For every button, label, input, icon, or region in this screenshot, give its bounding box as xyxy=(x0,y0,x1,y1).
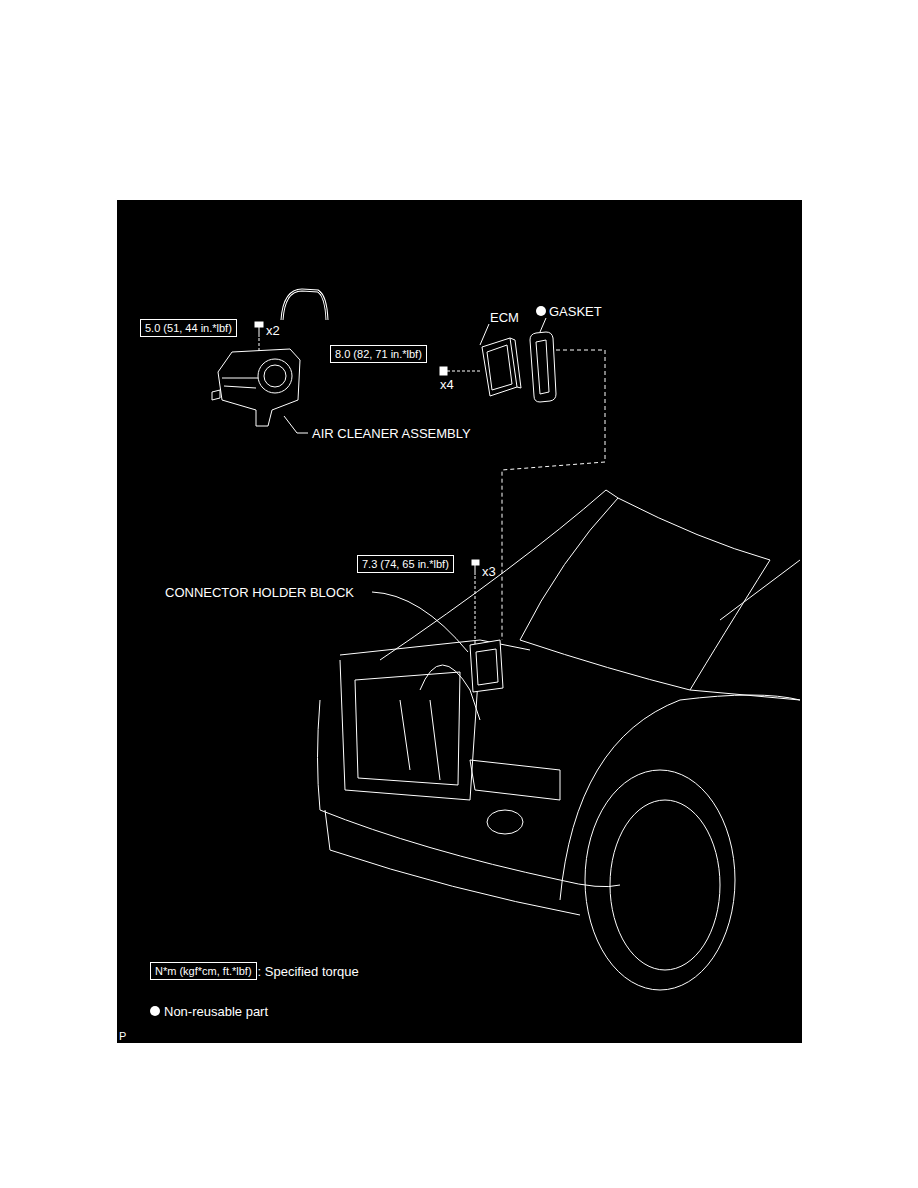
quantity-label: x3 xyxy=(482,564,496,579)
truck-figure xyxy=(318,490,801,990)
hose-inner xyxy=(282,290,327,320)
leader-line xyxy=(540,318,546,332)
bolt-symbol xyxy=(440,367,482,375)
torque-text: 8.0 (82, 71 in.*lbf) xyxy=(335,347,422,361)
page-mark: P xyxy=(119,1029,126,1044)
part-name: CONNECTOR HOLDER BLOCK xyxy=(165,585,354,600)
hose xyxy=(282,290,327,320)
assembly-line xyxy=(502,350,605,640)
bolt-symbol xyxy=(472,560,479,645)
legend-text: Non-reusable part xyxy=(164,1004,268,1019)
torque-spec-box: 5.0 (51, 44 in.*lbf) xyxy=(140,319,237,337)
part-name: AIR CLEANER ASSEMBLY xyxy=(312,426,471,441)
non-reusable-dot xyxy=(536,306,546,316)
quantity-label: x2 xyxy=(266,323,280,338)
part-name: GASKET xyxy=(549,304,602,319)
torque-text: 5.0 (51, 44 in.*lbf) xyxy=(145,321,232,335)
torque-spec-box: 8.0 (82, 71 in.*lbf) xyxy=(330,345,427,363)
ecm-figure xyxy=(482,338,521,396)
torque-text: 7.3 (74, 65 in.*lbf) xyxy=(362,557,449,571)
torque-spec-box: 7.3 (74, 65 in.*lbf) xyxy=(357,555,454,573)
leader-line xyxy=(480,324,489,345)
non-reusable-dot xyxy=(150,1006,160,1016)
leader-line xyxy=(372,592,468,652)
bolt-symbol xyxy=(255,322,263,352)
air-cleaner-figure xyxy=(212,349,300,426)
quantity-label: x4 xyxy=(440,377,454,392)
leader-line xyxy=(284,416,308,433)
gasket-figure xyxy=(530,332,556,402)
legend-torque-box: N*m (kgf*cm, ft.*lbf) xyxy=(150,962,257,980)
legend-text: : Specified torque xyxy=(258,964,359,979)
torque-text: N*m (kgf*cm, ft.*lbf) xyxy=(155,964,252,978)
part-name: ECM xyxy=(490,310,519,325)
